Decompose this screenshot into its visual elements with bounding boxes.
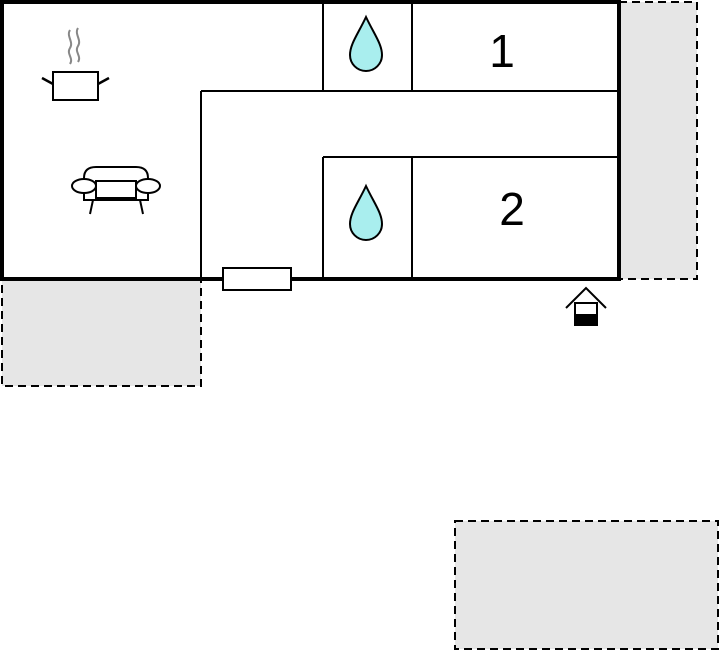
sofa-icon xyxy=(71,166,161,215)
steaming-pot-icon xyxy=(41,27,110,101)
house-outline xyxy=(0,0,621,281)
interior-walls xyxy=(200,2,617,277)
entrance-icon xyxy=(565,286,607,326)
terrace-right xyxy=(618,1,698,280)
water-drop-icon xyxy=(348,183,384,241)
room-1-label: 1 xyxy=(489,25,515,77)
room-2-label: 2 xyxy=(499,183,525,235)
water-drop-icon xyxy=(348,14,384,72)
terrace-lower-right xyxy=(454,520,719,650)
window-icon xyxy=(222,267,292,291)
terrace-bottom-left xyxy=(1,278,202,387)
